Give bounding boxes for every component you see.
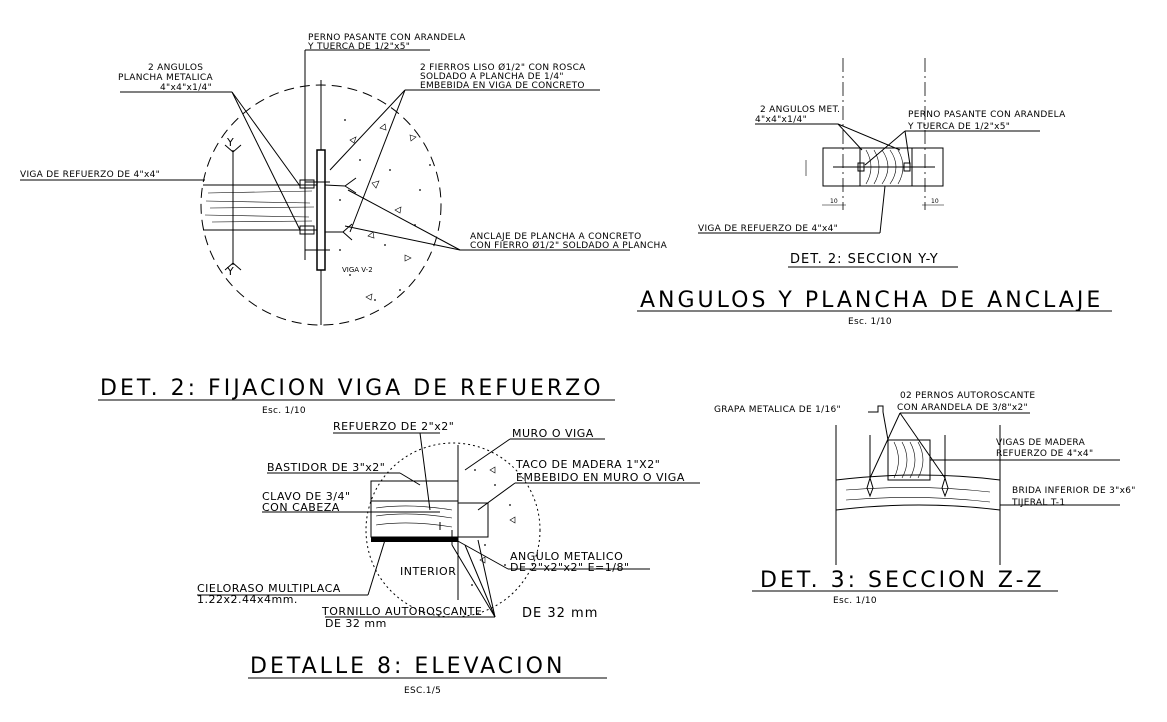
cieloraso-label-1: CIELORASO MULTIPLACA (197, 582, 341, 595)
det2-fijacion-drawing: PERNO PASANTE CON ARANDELA Y TUERCA DE 1… (20, 33, 668, 326)
vigas-madera-label-1: VIGAS DE MADERA (996, 438, 1086, 448)
chord-top (835, 474, 1001, 481)
seccion-angulos-1: 2 ANGULOS MET. (760, 105, 840, 115)
reinforcement-beam (203, 184, 317, 231)
anclaje-label-1: ANCLAJE DE PLANCHA A CONCRETO (470, 232, 641, 242)
fierros-label-3: EMBEBIDA EN VIGA DE CONCRETO (420, 81, 585, 91)
det2-fijacion-title: DET. 2: FIJACION VIGA DE REFUERZO (100, 376, 604, 401)
vigas-madera-label-2: REFUERZO DE 4"x4" (996, 449, 1093, 459)
section-mark-top: Y (226, 136, 234, 149)
metal-clip (869, 435, 946, 480)
ceiling-board (371, 537, 458, 542)
angulos-label-2: PLANCHA METALICA (118, 73, 213, 83)
viga-v2-label: VIGA V-2 (342, 266, 373, 274)
interior-label: INTERIOR (400, 565, 456, 578)
fierros-label-1: 2 FIERROS LISO Ø1/2" CON ROSCA (420, 62, 586, 73)
dimension-lines (805, 160, 944, 206)
wood-grain-det8 (375, 505, 453, 528)
det2-seccion-drawing: 10 10 2 ANGULOS MET. 4"x4"x1/4" PERNO PA… (698, 58, 1066, 234)
tornillo-label-1: TORNILLO AUTOROSCANTE (321, 605, 482, 618)
bastidor-label: BASTIDOR DE 3"x2" (267, 461, 385, 474)
self-tapping-screws (866, 476, 949, 498)
angulos-label-1: 2 ANGULOS (148, 63, 203, 73)
pernos-label-1: 02 PERNOS AUTOROSCANTE (900, 391, 1035, 401)
det3-drawing: GRAPA METALICA DE 1/16" 02 PERNOS AUTORO… (714, 391, 1136, 565)
det2-seccion-title: DET. 2: SECCION Y-Y (790, 252, 939, 267)
bastidor-3x2 (370, 480, 459, 502)
anchor-plate (316, 149, 326, 271)
wall-speckle (471, 466, 516, 586)
muro-label: MURO O VIGA (512, 427, 594, 440)
tornillo-label-2: DE 32 mm (325, 617, 387, 630)
angulos-title: ANGULOS Y PLANCHA DE ANCLAJE (640, 288, 1103, 313)
det8-scale: ESC.1/5 (404, 686, 441, 696)
seccion-perno-2: Y TUERCA DE 1/2"x5" (907, 122, 1010, 132)
angulos-scale: Esc. 1/10 (848, 317, 892, 327)
det8-drawing: REFUERZO DE 2"x2" MURO O VIGA BASTIDOR D… (197, 420, 700, 630)
section-cut-line (224, 144, 242, 271)
det3-leaders (868, 405, 1120, 506)
taco-label-2: EMBEBIDO EN MURO O VIGA (516, 471, 685, 484)
det2-fijacion-scale: Esc. 1/10 (262, 406, 306, 416)
dim-right: 10 (931, 198, 939, 205)
det3-title-block: DET. 3: SECCION Z-Z Esc. 1/10 (752, 568, 1058, 606)
clavo-label-1: CLAVO DE 3/4" (262, 490, 351, 503)
angulo-label-1: ANGULO METALICO (510, 550, 623, 563)
beam-grain (893, 441, 924, 479)
det8-circle (365, 442, 541, 618)
clavo-label-2: CON CABEZA (262, 501, 340, 514)
det8-leaders (197, 432, 700, 618)
wood-beam-4x4 (887, 439, 931, 481)
brida-label-1: BRIDA INFERIOR DE 3"x6" (1012, 486, 1136, 496)
cieloraso-label-2: 1.22x2.44x4mm. (197, 593, 298, 606)
steel-angle-top (299, 179, 315, 189)
det8-title: DETALLE 8: ELEVACION (250, 654, 565, 679)
det2-fijacion-title-block: DET. 2: FIJACION VIGA DE REFUERZO Esc. 1… (98, 376, 615, 416)
seccion-angulos-2: 4"x4"x1/4" (755, 115, 807, 125)
section-mark-bottom: Y (226, 265, 234, 278)
chord-bottom (835, 504, 1001, 511)
det2-seccion-title-block: DET. 2: SECCION Y-Y (788, 252, 958, 268)
det3-title: DET. 3: SECCION Z-Z (760, 568, 1045, 593)
wood-block-embedded (457, 502, 489, 538)
det2-seccion-leaders (698, 123, 1040, 234)
refuerzo-2x2 (370, 500, 459, 538)
anclaje-label-2: CON FIERRO Ø1/2" SOLDADO A PLANCHA (470, 240, 668, 251)
refuerzo-label: REFUERZO DE 2"x2" (333, 420, 454, 433)
perno-label-2: Y TUERCA DE 1/2"x5" (307, 42, 410, 52)
anchor-bar-top (324, 177, 357, 194)
angulo-label-2: DE 2"x2"x2" E=1/8" (510, 561, 630, 574)
seccion-viga-label: VIGA DE REFUERZO DE 4"x4" (698, 224, 838, 234)
grapa-label: GRAPA METALICA DE 1/16" (714, 405, 841, 415)
perno-label-1: PERNO PASANTE CON ARANDELA (308, 33, 466, 43)
taco-label-1: TACO DE MADERA 1"X2" (515, 458, 660, 471)
concrete-speckle (339, 119, 431, 301)
chord-grain (845, 487, 991, 503)
de32-label: DE 32 mm (522, 606, 598, 621)
pernos-label-2: CON ARANDELA DE 3/8"x2" (897, 403, 1028, 413)
dim-left: 10 (830, 198, 838, 205)
angulos-label-3: 4"x4"x1/4" (160, 83, 212, 93)
screws-det8 (439, 522, 453, 545)
det3-scale: Esc. 1/10 (833, 596, 877, 606)
nut-right (903, 162, 911, 172)
angulos-title-block: ANGULOS Y PLANCHA DE ANCLAJE Esc. 1/10 (637, 288, 1112, 327)
det2-leaders (20, 49, 630, 251)
viga-refuerzo-label: VIGA DE REFUERZO DE 4"x4" (20, 170, 160, 180)
nut-left (857, 162, 865, 172)
det8-title-block: DETALLE 8: ELEVACION ESC.1/5 (248, 654, 607, 696)
brida-label-2: TIJERAL T-1 (1011, 498, 1065, 508)
seccion-perno-1: PERNO PASANTE CON ARANDELA (908, 110, 1066, 120)
fierros-label-2: SOLDADO A PLANCHA DE 1/4" (420, 72, 564, 82)
